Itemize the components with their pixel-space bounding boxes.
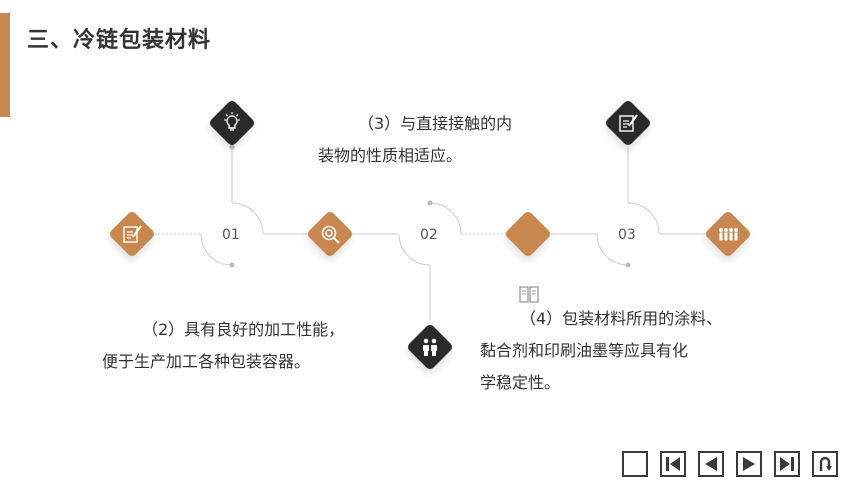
team-icon: [719, 228, 738, 241]
step-number-01: 01: [222, 227, 240, 243]
text-line: （4）包装材料所用的涂料、: [520, 309, 723, 328]
connector-arc: [596, 233, 629, 266]
text-line: 装物的性质相适应。: [318, 146, 463, 165]
text-line: （3）与直接接触的内: [358, 114, 513, 133]
connector-arc: [429, 202, 462, 235]
point-4-text: （4）包装材料所用的涂料、 黏合剂和印刷油墨等应具有化 学稳定性。: [480, 303, 722, 399]
skip-last-icon: [780, 457, 794, 471]
return-button[interactable]: [812, 451, 838, 477]
text-line: 学稳定性。: [480, 373, 561, 392]
connector-dot: [229, 144, 235, 150]
previous-icon: [705, 457, 717, 471]
edit-icon: [123, 225, 142, 243]
text-line: 便于生产加工各种包装容器。: [102, 352, 311, 371]
connector-arc: [200, 233, 233, 266]
accent-bar: [0, 13, 10, 117]
people-icon: [423, 338, 437, 356]
connector-arc: [231, 202, 264, 235]
next-icon: [743, 457, 755, 471]
skip-first-icon: [666, 457, 680, 471]
connector-dot: [229, 262, 235, 268]
step-number-03: 03: [618, 227, 636, 243]
book-icon: [519, 286, 539, 303]
first-slide-button[interactable]: [660, 451, 686, 477]
return-icon: [819, 456, 832, 471]
blank-button[interactable]: [622, 451, 648, 477]
last-slide-button[interactable]: [774, 451, 800, 477]
connector-arc: [398, 233, 431, 266]
lightbulb-icon: [224, 112, 240, 131]
next-slide-button[interactable]: [736, 451, 762, 477]
connector-dot: [427, 200, 433, 206]
connector-dot: [625, 262, 631, 268]
step-number-02: 02: [420, 227, 438, 243]
point-3-text: （3）与直接接触的内 装物的性质相适应。: [318, 108, 512, 172]
search-target-icon: [321, 225, 340, 244]
page-title: 三、冷链包装材料: [27, 28, 212, 53]
text-line: （2）具有良好的加工性能，: [142, 320, 345, 339]
previous-slide-button[interactable]: [698, 451, 724, 477]
edit-icon: [619, 114, 638, 132]
text-line: 黏合剂和印刷油墨等应具有化: [480, 341, 689, 360]
point-2-text: （2）具有良好的加工性能， 便于生产加工各种包装容器。: [102, 314, 344, 378]
connector-arc: [627, 202, 660, 235]
